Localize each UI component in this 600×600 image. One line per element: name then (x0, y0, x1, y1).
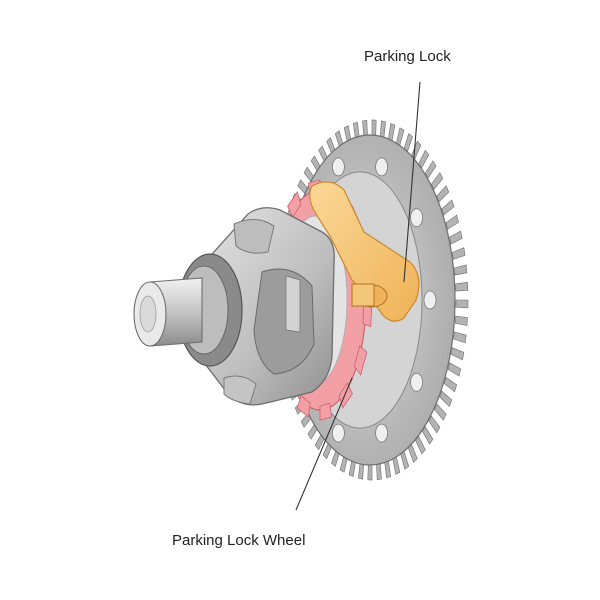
parking-lock-pawl (309, 181, 420, 322)
ring-gear-tooth (388, 123, 396, 142)
leader-line-parking-lock-wheel (295, 377, 353, 511)
housing-pin (285, 275, 301, 333)
ring-gear-tooth (453, 331, 467, 344)
ring-gear-tooth (441, 199, 455, 216)
parking-lock-wheel-tooth (296, 394, 311, 418)
ring-gear-tooth (443, 376, 458, 393)
bolt-hole (375, 423, 389, 443)
parking-lock-pawl-pin (351, 283, 375, 307)
ring-gear-tooth (362, 119, 368, 138)
ring-gear-tooth (434, 403, 447, 421)
housing-bolt-boss (233, 219, 275, 254)
parking-lock-pawl-arm (309, 181, 420, 322)
ring-gear-tooth (392, 456, 401, 475)
ring-gear-tooth (455, 282, 469, 292)
housing-bolt-boss-lower (223, 375, 257, 405)
parking-lock-wheel-tooth (319, 402, 333, 421)
ring-gear-tooth (436, 185, 450, 203)
ring-gear-tooth (367, 463, 373, 481)
ring-gear-tooth (449, 230, 463, 245)
ring-gear-tooth (411, 140, 422, 160)
ring-gear-tooth (379, 120, 386, 139)
ring-gear-tooth (445, 214, 459, 230)
ring-gear-tooth (439, 390, 453, 408)
ring-gear-tooth (407, 444, 418, 463)
bolt-hole (410, 208, 424, 228)
ring-gear-tooth (400, 451, 410, 470)
ring-gear-tooth (431, 172, 444, 190)
label-parking-lock-wheel: Parking Lock Wheel (172, 532, 306, 549)
ring-gear-tooth (415, 435, 426, 455)
bolt-hole (423, 290, 437, 310)
ring-gear-tooth (454, 264, 468, 276)
bolt-hole (375, 157, 389, 177)
ring-gear-tooth (396, 127, 405, 146)
leader-line-parking-lock (403, 81, 421, 283)
ring-gear-tooth (450, 347, 465, 361)
label-parking-lock: Parking Lock (364, 48, 451, 65)
bolt-hole (331, 423, 345, 443)
ring-gear-tooth (455, 299, 469, 309)
parking-lock-wheel-tooth (287, 190, 302, 218)
ring-gear-tooth (424, 160, 437, 179)
ring-gear-tooth (447, 362, 462, 377)
ring-gear-tooth (371, 119, 377, 137)
ring-gear-tooth (454, 315, 468, 326)
housing-window (253, 268, 315, 375)
ring-gear-tooth (376, 462, 382, 481)
ring-gear-tooth (428, 415, 441, 434)
bolt-hole (410, 372, 424, 392)
ring-gear-tooth (403, 133, 413, 152)
ring-gear-tooth (418, 149, 430, 169)
parking-lock-wheel-tooth (353, 345, 368, 376)
ring-gear-tooth (422, 426, 434, 445)
bolt-hole (331, 157, 345, 177)
output-shaft (133, 277, 203, 347)
ring-gear-tooth (384, 460, 392, 479)
ring-gear-tooth (452, 247, 466, 260)
